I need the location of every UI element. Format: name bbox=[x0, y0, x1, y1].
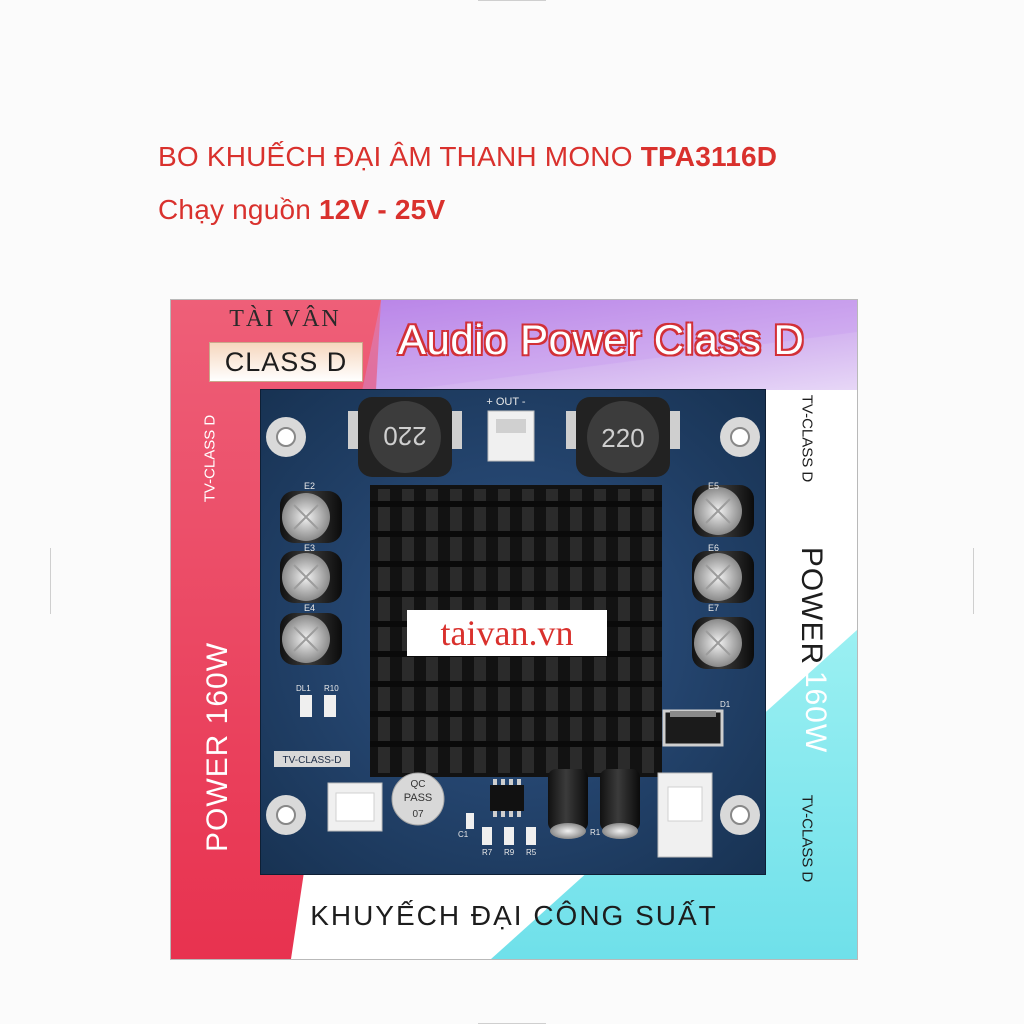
inductor-left-label: 220 bbox=[383, 421, 426, 451]
small-capacitor bbox=[600, 769, 640, 839]
resistor-label-r1: R1 bbox=[590, 828, 601, 837]
heatsink-groove bbox=[370, 741, 662, 747]
headline-model: TPA3116D bbox=[640, 141, 778, 172]
op-amp-chip bbox=[490, 779, 524, 817]
cap-label-e7: E7 bbox=[708, 603, 719, 613]
resistor-label-c1: C1 bbox=[458, 830, 469, 839]
crop-mark-left bbox=[50, 548, 51, 614]
headline-supply-prefix: Chạy nguồn bbox=[158, 194, 319, 225]
smd-resistor bbox=[324, 695, 336, 717]
diode bbox=[662, 709, 724, 747]
headline-prefix: BO KHUẾCH ĐẠI ÂM THANH MONO bbox=[158, 141, 641, 172]
mounting-hole bbox=[266, 795, 306, 835]
cap-label-e6: E6 bbox=[708, 543, 719, 553]
right-power-label: POWER bbox=[795, 546, 829, 666]
output-connector bbox=[487, 410, 535, 462]
resistor-label-r5: R5 bbox=[526, 848, 537, 857]
heatsink-groove bbox=[370, 531, 662, 537]
qc-sticker: QC PASS 07 bbox=[391, 772, 445, 826]
heatsink-fin bbox=[378, 489, 390, 773]
cap-label-e5: E5 bbox=[708, 481, 719, 491]
cap-label-e3: E3 bbox=[304, 543, 315, 553]
footer-text: KHUYẾCH ĐẠI CÔNG SUẤT bbox=[310, 900, 718, 931]
qc-line-3: 07 bbox=[412, 809, 424, 820]
electrolytic-capacitor bbox=[280, 491, 342, 543]
mounting-hole bbox=[720, 795, 760, 835]
electrolytic-capacitor bbox=[692, 485, 754, 537]
brand-name: TÀI VÂN bbox=[229, 306, 341, 332]
heatsink-groove bbox=[370, 591, 662, 597]
qc-line-1: QC bbox=[411, 779, 426, 790]
heatsink-fin bbox=[618, 489, 630, 773]
resistor-label-r7: R7 bbox=[482, 848, 493, 857]
cap-label-e2: E2 bbox=[304, 481, 315, 491]
headline-line-1: BO KHUẾCH ĐẠI ÂM THANH MONO TPA3116D bbox=[158, 138, 777, 176]
cap-label-e4: E4 bbox=[304, 603, 315, 613]
small-capacitor bbox=[548, 769, 588, 839]
silk-label: TV-CLASS-D bbox=[283, 755, 342, 766]
right-small-label-top: TV-CLASS D bbox=[798, 394, 816, 483]
product-box: TÀI VÂN CLASS D Audio Power Class D TV-C… bbox=[170, 299, 858, 960]
heatsink-groove bbox=[370, 681, 662, 687]
power-connector bbox=[657, 772, 713, 858]
mounting-hole bbox=[266, 417, 306, 457]
crop-mark-right bbox=[973, 548, 974, 614]
headline-voltage: 12V - 25V bbox=[319, 194, 446, 225]
left-power-label: POWER 160W bbox=[201, 641, 235, 853]
resistor-label-r9: R9 bbox=[504, 848, 515, 857]
heatsink-groove bbox=[370, 561, 662, 567]
left-small-label: TV-CLASS D bbox=[201, 414, 219, 503]
electrolytic-capacitor bbox=[692, 617, 754, 669]
electrolytic-capacitor bbox=[280, 551, 342, 603]
inductor-left: 220 bbox=[348, 397, 462, 477]
pcb-board: 220 220 + OUT - E2 E3 E4 E5 E6 E7 DL bbox=[260, 389, 766, 875]
qc-line-2: PASS bbox=[404, 792, 433, 804]
inductor-right-label: 220 bbox=[601, 423, 644, 453]
heatsink-fin bbox=[642, 489, 654, 773]
heatsink-groove bbox=[370, 711, 662, 717]
heatsink-groove bbox=[370, 501, 662, 507]
watermark-text: taivan.vn bbox=[407, 610, 607, 656]
output-label: + OUT - bbox=[486, 396, 526, 408]
mounting-hole bbox=[720, 417, 760, 457]
diode-label: D1 bbox=[720, 700, 731, 709]
smd-led bbox=[300, 695, 312, 717]
brand-logo: TÀI VÂN CLASS D bbox=[205, 306, 365, 382]
resistor-label-dl1: DL1 bbox=[296, 684, 311, 693]
banner-title: Audio Power Class D bbox=[398, 316, 805, 363]
resistor-label-r10: R10 bbox=[324, 684, 339, 693]
inductor-right: 220 bbox=[566, 397, 680, 477]
silk-label-box bbox=[274, 751, 350, 767]
right-small-label-bottom: TV-CLASS D bbox=[798, 794, 816, 883]
crop-mark-top bbox=[478, 0, 546, 1]
electrolytic-capacitor bbox=[692, 551, 754, 603]
headline-line-2: Chạy nguồn 12V - 25V bbox=[158, 191, 445, 229]
electrolytic-capacitor bbox=[280, 613, 342, 665]
input-connector bbox=[327, 782, 383, 832]
brand-tag: CLASS D bbox=[209, 342, 363, 382]
right-watt-label: 160W bbox=[799, 670, 833, 754]
